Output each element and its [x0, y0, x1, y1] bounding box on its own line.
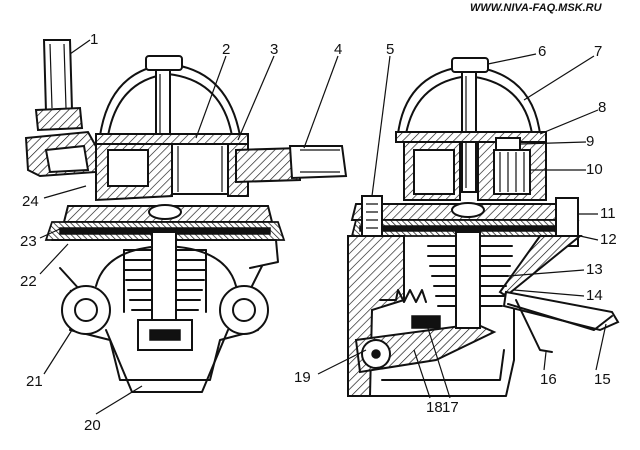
lower-housing-right — [347, 235, 583, 397]
lower-housing-left — [51, 239, 279, 393]
leader-19 — [317, 349, 367, 375]
callout-22: 22 — [20, 273, 37, 290]
callout-20: 20 — [84, 417, 101, 434]
leader-7 — [523, 55, 595, 101]
leader-22 — [39, 243, 69, 275]
leader-3 — [237, 55, 275, 141]
watermark-text: WWW.NIVA-FAQ.MSK.RU — [470, 2, 603, 14]
callout-12: 12 — [600, 231, 617, 248]
callout-23: 23 — [20, 233, 37, 250]
filter-and-body-left — [95, 133, 249, 202]
leader-23 — [39, 227, 63, 239]
callout-15: 15 — [594, 371, 611, 388]
callout-9: 9 — [586, 133, 594, 150]
callout-5: 5 — [386, 41, 394, 58]
callout-6: 6 — [538, 43, 546, 60]
left-pump-view — [24, 39, 348, 393]
callout-8: 8 — [598, 99, 606, 116]
leader-24 — [43, 185, 87, 199]
leader-4 — [303, 55, 339, 149]
spring-and-rod-left — [123, 231, 207, 351]
leader-15 — [595, 323, 607, 371]
priming-lever — [502, 290, 620, 353]
callout-13: 13 — [586, 261, 603, 278]
cover-dome-right — [395, 57, 547, 193]
spring-right — [379, 231, 513, 329]
leader-13 — [507, 269, 585, 277]
right-pump-view — [347, 57, 620, 397]
leader-1 — [69, 39, 91, 55]
leader-9 — [519, 141, 587, 145]
callout-16: 16 — [540, 371, 557, 388]
leader-8 — [539, 109, 599, 135]
callout-1: 1 — [90, 31, 98, 48]
leader-5 — [371, 55, 391, 197]
callout-14: 14 — [586, 287, 603, 304]
leader-6 — [487, 53, 537, 65]
callout-7: 7 — [594, 43, 602, 60]
callout-21: 21 — [26, 373, 43, 390]
leader-20 — [95, 385, 143, 415]
leader-17 — [425, 321, 451, 399]
callout-11: 11 — [600, 205, 616, 222]
inlet-pipe — [24, 39, 100, 178]
callout-4: 4 — [334, 41, 342, 58]
callout-18: 18 — [426, 399, 443, 416]
callout-2: 2 — [222, 41, 230, 58]
leader-21 — [43, 329, 73, 375]
outlet-pipe-left — [235, 145, 348, 184]
leader-14 — [513, 289, 585, 297]
callout-24: 24 — [22, 193, 39, 210]
leader-lines — [39, 39, 607, 415]
callout-17: 17 — [442, 399, 459, 416]
leader-16 — [543, 351, 547, 371]
leader-2 — [195, 55, 227, 139]
callout-labels: 1 2 3 4 5 6 7 8 9 10 11 12 13 14 15 16 1… — [20, 31, 617, 434]
leader-18 — [413, 349, 431, 399]
callout-3: 3 — [270, 41, 278, 58]
leader-12 — [579, 235, 599, 241]
callout-10: 10 — [586, 161, 603, 178]
callout-19: 19 — [294, 369, 311, 386]
